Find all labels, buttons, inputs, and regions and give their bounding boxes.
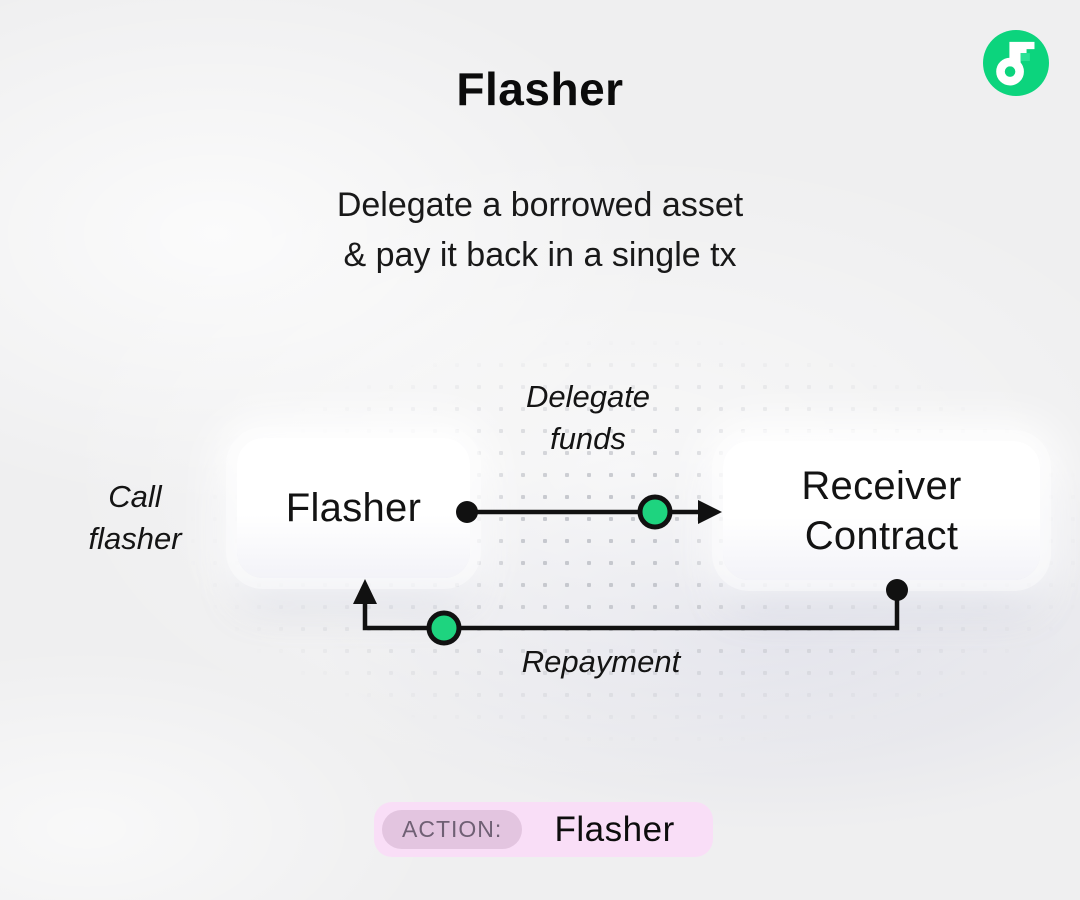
node-flasher-label: Flasher [285, 486, 422, 530]
node-receiver-label: Receiver Contract [801, 463, 962, 558]
action-badge-value: Flasher [554, 809, 675, 849]
page-subtitle: Delegate a borrowed asset & pay it back … [336, 186, 744, 274]
node-receiver-contract: Receiver Contract [723, 441, 1040, 580]
action-badge-tag: ACTION: [382, 810, 523, 849]
call-flasher-label: Call flasher [88, 479, 182, 556]
repayment-label: Repayment [521, 644, 681, 679]
page-title: Flasher [456, 63, 624, 115]
node-flasher: Flasher [237, 438, 470, 578]
action-badge: ACTION: Flasher [374, 802, 713, 857]
flow-logo-icon [983, 30, 1049, 96]
delegate-funds-label: Delegate funds [525, 379, 651, 456]
